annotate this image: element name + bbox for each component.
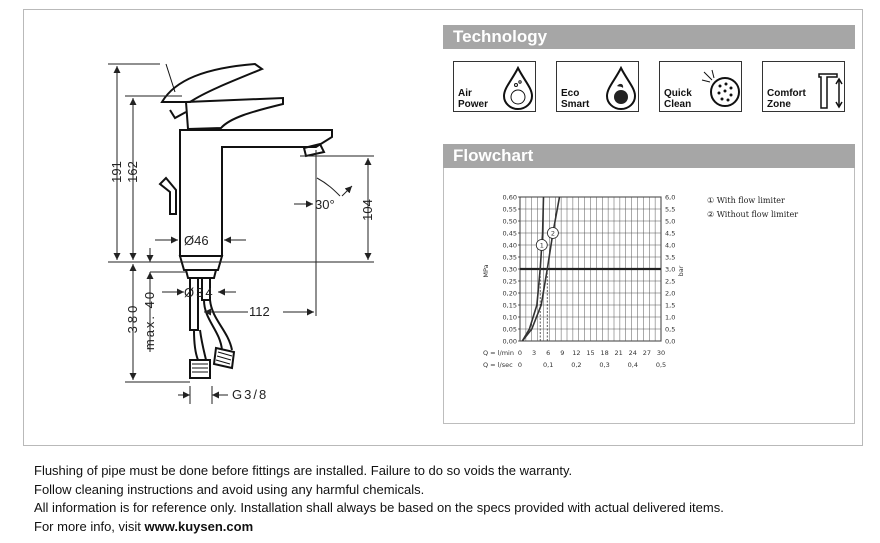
chart-xlabel-lmin: Q = l/min (483, 349, 514, 357)
technology-quick-clean: Quick Clean (659, 61, 742, 112)
note-line-1: Flushing of pipe must be done before fit… (34, 463, 573, 478)
chart-ytick-label-bar: 0,0 (665, 337, 675, 345)
max-thickness-dimension: max. 40 (142, 290, 157, 350)
chart-xtick-label-lmin: 27 (643, 349, 651, 357)
chart-series-line-2 (521, 196, 561, 342)
chart-ytick-label-bar: 3,0 (665, 265, 675, 273)
chart-ylabel-mpa: MPa (482, 264, 490, 277)
projection-dimension: 112 (249, 304, 270, 319)
flowchart-panel (443, 168, 855, 424)
comfort-zone-label: Comfort Zone (767, 88, 806, 110)
chart-ytick-label-mpa: 0,10 (503, 313, 517, 321)
flowchart-section-title: Flowchart (443, 144, 855, 168)
chart-xlabel-lsec: Q = l/sec (483, 361, 513, 369)
chart-xtick-label-lmin: 21 (615, 349, 623, 357)
chart-xtick-label-lsec: 0,1 (543, 361, 553, 369)
chart-ytick-label-bar: 4,5 (665, 229, 675, 237)
chart-xtick-label-lmin: 9 (560, 349, 564, 357)
chart-grid (519, 196, 662, 342)
chart-series-marker-2 (547, 227, 559, 239)
spec-sheet-frame (23, 9, 863, 446)
chart-xtick-label-lmin: 15 (586, 349, 594, 357)
chart-xtick-label-lmin: 24 (629, 349, 637, 357)
note-line-4-prefix: For more info, visit (34, 518, 145, 534)
chart-ytick-label-bar: 2,5 (665, 277, 675, 285)
spout-height-dimension: 162 (125, 161, 140, 183)
air-power-label: Air Power (458, 88, 489, 110)
chart-ytick-label-bar: 5,5 (665, 205, 675, 213)
chart-ytick-label-mpa: 0,00 (503, 337, 517, 345)
chart-ytick-label-mpa: 0,35 (503, 253, 517, 261)
chart-ytick-label-mpa: 0,60 (503, 193, 517, 201)
shank-diameter-dimension: Ø34 (184, 285, 215, 300)
spout-angle-dimension: 30° (315, 197, 335, 212)
chart-ytick-label-bar: 5,0 (665, 217, 675, 225)
chart-ytick-label-bar: 1,0 (665, 313, 675, 321)
chart-ytick-label-mpa: 0,15 (503, 301, 517, 309)
overall-height-dimension: 191 (109, 161, 124, 183)
chart-xtick-label-lmin: 6 (546, 349, 550, 357)
technology-eco-smart: Eco Smart (556, 61, 639, 112)
website-link[interactable]: www.kuysen.com (144, 518, 254, 534)
chart-ytick-label-bar: 0,5 (665, 325, 675, 333)
note-line-4: For more info, visit www.kuysen.com (34, 518, 724, 537)
chart-series-line-1 (521, 196, 545, 342)
eco-smart-label: Eco Smart (561, 88, 590, 110)
chart-ytick-label-bar: 6,0 (665, 193, 675, 201)
outlet-height-dimension: 104 (360, 199, 375, 221)
chart-xtick-label-lsec: 0,4 (628, 361, 638, 369)
technology-section-title: Technology (443, 25, 855, 49)
chart-xtick-label-lmin: 3 (532, 349, 536, 357)
chart-ytick-label-mpa: 0,40 (503, 241, 517, 249)
eco-smart-drop-icon (605, 66, 637, 110)
chart-xtick-label-lsec: 0,5 (656, 361, 666, 369)
chart-ytick-label-mpa: 0,25 (503, 277, 517, 285)
chart-xtick-label-lsec: 0,2 (571, 361, 581, 369)
chart-series: 12 (521, 196, 561, 342)
chart-xtick-label-lsec: 0,3 (599, 361, 609, 369)
chart-xtick-label-lsec: 0 (518, 361, 522, 369)
chart-ytick-label-bar: 3,5 (665, 253, 675, 261)
faucet-outline (158, 62, 333, 379)
chart-xticks: 0 3 6 9 12 15 18 21 24 27 30 0 0,1 0,2 0,3 0,4 0,5 (518, 349, 666, 369)
technology-comfort-zone: Comfort Zone (762, 61, 845, 112)
hose-length-dimension: 380 (125, 303, 140, 334)
connection-dimension: G3/8 (232, 387, 268, 402)
quick-clean-spray-icon (701, 69, 740, 107)
chart-legend-item-2: ② Without flow limiter (707, 210, 798, 219)
comfort-zone-faucet-icon (818, 73, 843, 109)
chart-ytick-label-mpa: 0,20 (503, 289, 517, 297)
chart-yticks-bar: 6,0 5,5 5,0 4,5 4,0 3,5 3,0 2,5 2,0 1,5 1,0 0,5 0,0 (665, 193, 675, 345)
chart-ytick-label-mpa: 0,55 (503, 205, 517, 213)
chart-ytick-label-bar: 4,0 (665, 241, 675, 249)
dimension-lines (108, 63, 374, 404)
chart-series-marker-1 (535, 239, 548, 251)
chart-xtick-label-lmin: 30 (657, 349, 665, 357)
chart-ytick-label-mpa: 0,45 (503, 229, 517, 237)
chart-ytick-label-bar: 1,5 (665, 301, 675, 309)
chart-ylabel-bar: bar (677, 265, 685, 276)
chart-ytick-label-mpa: 0,05 (503, 325, 517, 333)
chart-legend-item-1: ① With flow limiter (707, 196, 785, 205)
chart-ytick-label-bar: 2,0 (665, 289, 675, 297)
chart-series-marker-label-2: 2 (551, 229, 555, 237)
chart-xtick-label-lmin: 12 (572, 349, 580, 357)
chart-series-marker-label-1: 1 (540, 241, 544, 249)
chart-xtick-label-lmin: 18 (600, 349, 608, 357)
body-diameter-dimension: Ø46 (184, 233, 209, 248)
quick-clean-label: Quick Clean (664, 88, 692, 110)
note-line-3: All information is for reference only. I… (34, 500, 724, 515)
air-power-drop-icon (502, 66, 534, 110)
disclaimer-notes: Flushing of pipe must be done before fit… (34, 462, 724, 536)
flowchart-chart: 0,600,550,500,450,400,350,300,250,200,15… (482, 193, 798, 369)
chart-ytick-label-mpa: 0,50 (503, 217, 517, 225)
chart-xtick-label-lmin: 0 (518, 349, 522, 357)
chart-yticks-mpa: 0,60 0,55 0,50 0,45 0,40 0,35 0,30 0,25 0,20 0,15… (503, 193, 520, 345)
technology-air-power: Air Power (453, 61, 536, 112)
chart-ytick-label-mpa: 0,30 (503, 265, 517, 273)
note-line-2: Follow cleaning instructions and avoid u… (34, 481, 425, 497)
